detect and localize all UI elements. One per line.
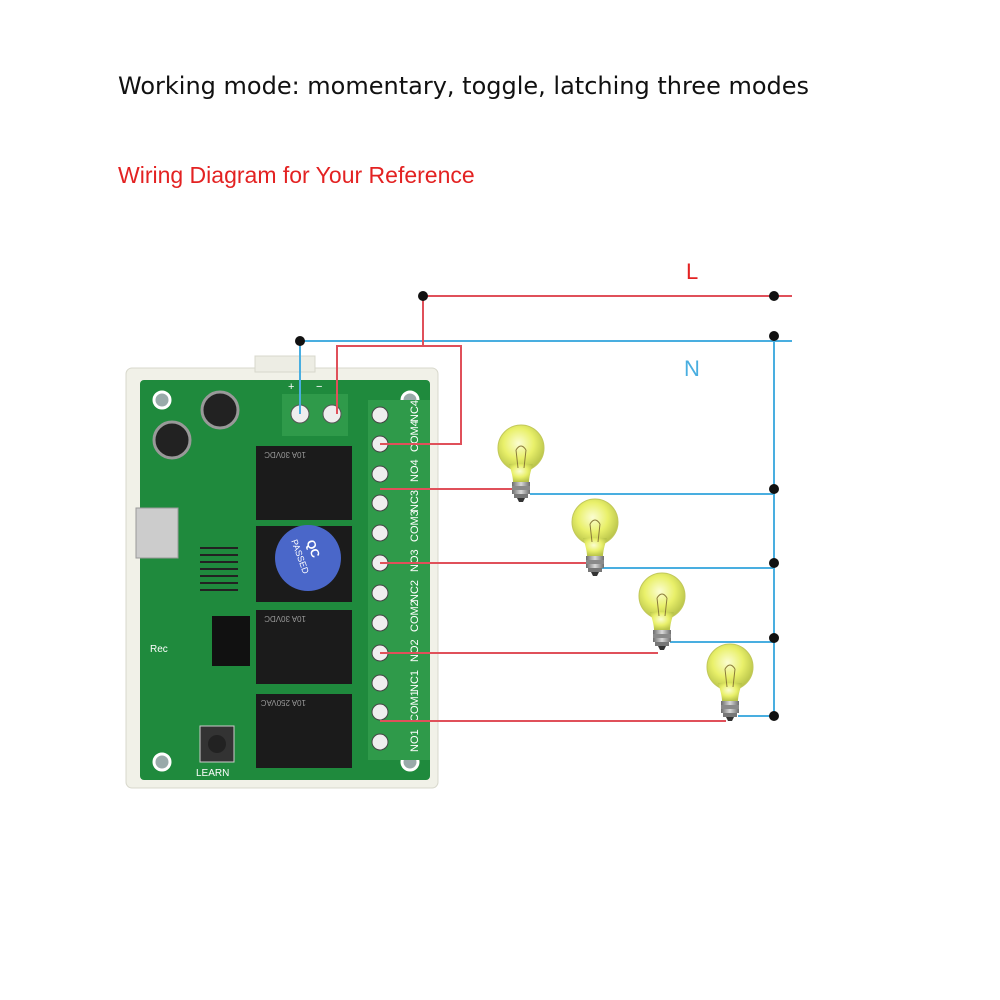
terminal-no2: NO2 xyxy=(409,639,421,662)
light-bulb-icon xyxy=(571,498,619,577)
live-to-com4-wire xyxy=(380,345,462,445)
terminal-no1: NO1 xyxy=(409,729,421,752)
relay-label-1: 10A 30VDC xyxy=(264,450,306,459)
page-subtitle: Wiring Diagram for Your Reference xyxy=(118,162,475,188)
terminal-nc2: NC2 xyxy=(409,580,421,602)
light-bulb-icon xyxy=(497,424,545,503)
terminal-com2: COM2 xyxy=(409,600,421,632)
relay-label-3: 10A 30VDC xyxy=(264,614,306,623)
terminal-nc3: NC3 xyxy=(409,490,421,512)
power-minus-label: − xyxy=(316,381,322,393)
terminal-com1: COM1 xyxy=(409,690,421,722)
relay-label-4: 10A 250VAC xyxy=(261,698,306,707)
terminal-no4: NO4 xyxy=(409,459,421,482)
live-to-power-wire xyxy=(336,296,424,414)
terminal-nc1: NC1 xyxy=(409,670,421,692)
terminal-no3: NO3 xyxy=(409,549,421,572)
rec-label: Rec xyxy=(150,644,168,655)
learn-label: LEARN xyxy=(196,768,229,779)
terminal-nc4: NC4 xyxy=(409,400,421,422)
live-label: L xyxy=(686,259,698,284)
power-plus-label: + xyxy=(288,381,294,393)
neutral-label: N xyxy=(684,356,700,381)
terminal-com4: COM4 xyxy=(409,420,421,452)
light-bulb-icon xyxy=(706,643,754,722)
light-bulb-icon xyxy=(638,572,686,651)
terminal-com3: COM3 xyxy=(409,510,421,542)
qc-sticker-top: QC xyxy=(303,538,322,560)
junction-dots xyxy=(295,291,779,721)
page-title: Working mode: momentary, toggle, latchin… xyxy=(118,72,810,100)
relay-module-image: + − QC PASSED LEARN Rec xyxy=(125,355,439,789)
